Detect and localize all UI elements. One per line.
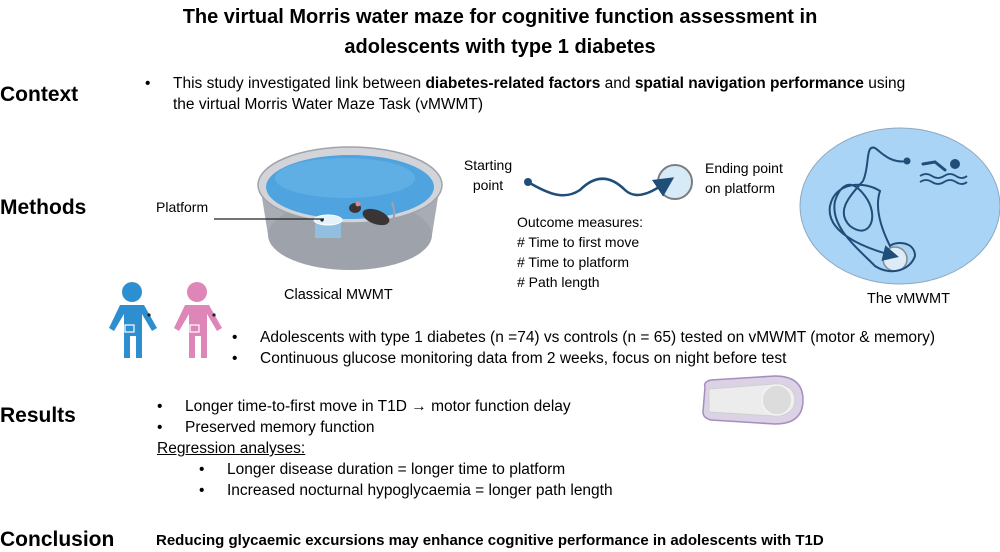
platform: [313, 214, 343, 226]
girl-figure-icon: [174, 282, 222, 358]
context-bold-diabetes-factors: diabetes-related factors: [425, 75, 601, 92]
starting-point-line-2: point: [472, 177, 504, 193]
methods-bullet: Adolescents with type 1 diabetes (n =74)…: [232, 327, 992, 348]
regression-heading: Regression analyses:: [157, 440, 306, 457]
section-methods-heading: Methods: [0, 196, 87, 219]
platform-pointer-line: [214, 218, 324, 220]
vmwmt-illustration: [799, 127, 1000, 285]
outcome-item: # Time to first move: [517, 234, 640, 250]
regression-bullet: Longer disease duration = longer time to…: [199, 459, 757, 480]
mouse-icon: [349, 201, 396, 226]
title-line-1: The virtual Morris water maze for cognit…: [182, 6, 818, 28]
outcome-measures: Outcome measures: # Time to first move #…: [517, 212, 643, 292]
context-text-part: and: [600, 75, 635, 92]
path-illustration: [524, 164, 693, 200]
outcome-item: # Time to platform: [517, 254, 630, 270]
methods-bullet: Continuous glucose monitoring data from …: [232, 348, 992, 369]
regression-heading-wrap: Regression analyses:: [157, 438, 757, 459]
ending-point-line-2: on platform: [705, 180, 776, 196]
context-text-part: This study investigated link between: [173, 75, 426, 92]
poster-title: The virtual Morris water maze for cognit…: [0, 2, 1000, 62]
swim-path: [527, 177, 675, 197]
context-bold-spatial-navigation: spatial navigation performance: [634, 75, 864, 92]
vmwmt-pool: [799, 127, 1000, 285]
results-text: Longer time-to-first move in T1D → motor…: [157, 396, 757, 501]
platform-label: Platform: [156, 199, 209, 215]
vmwmt-platform: [882, 246, 908, 272]
classical-mwmt-label: Classical MWMT: [284, 287, 393, 303]
boy-figure-icon: [109, 282, 157, 358]
classical-pool-illustration: [257, 146, 443, 270]
methods-bullets: Adolescents with type 1 diabetes (n =74)…: [232, 327, 992, 369]
vmwmt-swim-path: [828, 146, 917, 273]
starting-point-line-1: Starting: [463, 157, 513, 173]
ending-platform-circle: [657, 164, 693, 200]
outcome-item: # Path length: [517, 274, 600, 290]
context-text: This study investigated link between dia…: [145, 73, 925, 115]
section-results-heading: Results: [0, 404, 76, 427]
results-bullet: Longer time-to-first move in T1D → motor…: [157, 396, 757, 417]
ending-point-line-1: Ending point: [705, 160, 783, 176]
vmwmt-label: The vMWMT: [867, 291, 950, 307]
outcome-measures-title: Outcome measures:: [517, 214, 644, 230]
results-bullet: Preserved memory function: [157, 417, 757, 438]
context-bullet: This study investigated link between dia…: [145, 73, 925, 115]
section-context-heading: Context: [0, 83, 79, 106]
title-line-2: adolescents with type 1 diabetes: [344, 36, 656, 58]
section-conclusion-heading: Conclusion: [0, 528, 115, 551]
conclusion-text: Reducing glycaemic excursions may enhanc…: [156, 532, 824, 549]
swimmer-icon: [919, 159, 968, 185]
regression-bullet: Increased nocturnal hypoglycaemia = long…: [199, 480, 757, 501]
context-text-part: using the virtual Morris Water Maze Task…: [173, 75, 906, 113]
children-figures: [109, 282, 222, 358]
pool-water-highlight: [275, 158, 415, 198]
starting-point-label: Starting point: [456, 155, 520, 195]
ending-point-label: Ending point on platform: [705, 158, 783, 198]
